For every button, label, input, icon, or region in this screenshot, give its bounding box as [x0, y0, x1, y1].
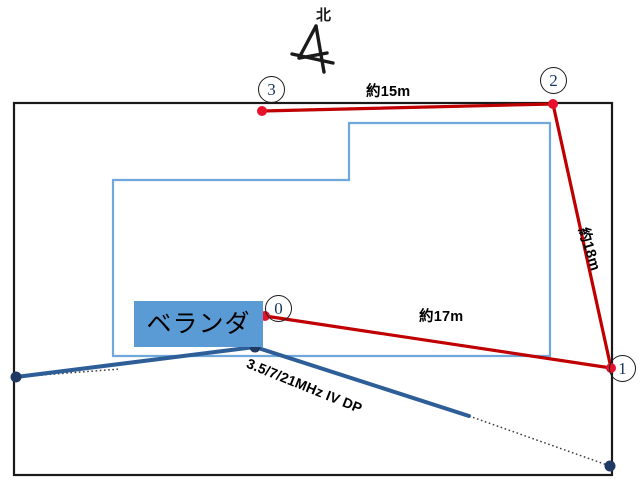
veranda-box: ベランダ	[134, 301, 263, 347]
antenna-left-anchor-dot	[10, 371, 22, 383]
antenna-right-anchor-dot	[604, 460, 616, 472]
plot-boundary	[12, 101, 614, 477]
north-label: 北	[316, 7, 332, 24]
node-badge-1[interactable]: 1	[609, 355, 636, 382]
node-badge-2-label: 2	[549, 70, 558, 90]
north-arrow-icon	[290, 24, 335, 74]
distance-label-3-2: 約15m	[366, 84, 411, 100]
building-outline	[111, 121, 552, 358]
node-badge-0-label: 0	[274, 298, 283, 318]
node-badge-3-label: 3	[267, 79, 276, 99]
node-badge-3[interactable]: 3	[258, 76, 285, 103]
distance-label-0-1: 約17m	[419, 309, 464, 325]
measure-line-1-0	[263, 314, 613, 370]
node-badge-1-label: 1	[618, 358, 627, 378]
veranda-label: ベランダ	[146, 309, 251, 338]
measure-line-3-2	[260, 102, 555, 113]
node-badge-0[interactable]: 0	[265, 295, 292, 322]
node-badge-2[interactable]: 2	[540, 67, 567, 94]
vertex-dot-3	[257, 106, 267, 116]
vertex-dot-2	[548, 99, 558, 109]
measure-line-2-1	[551, 102, 613, 370]
